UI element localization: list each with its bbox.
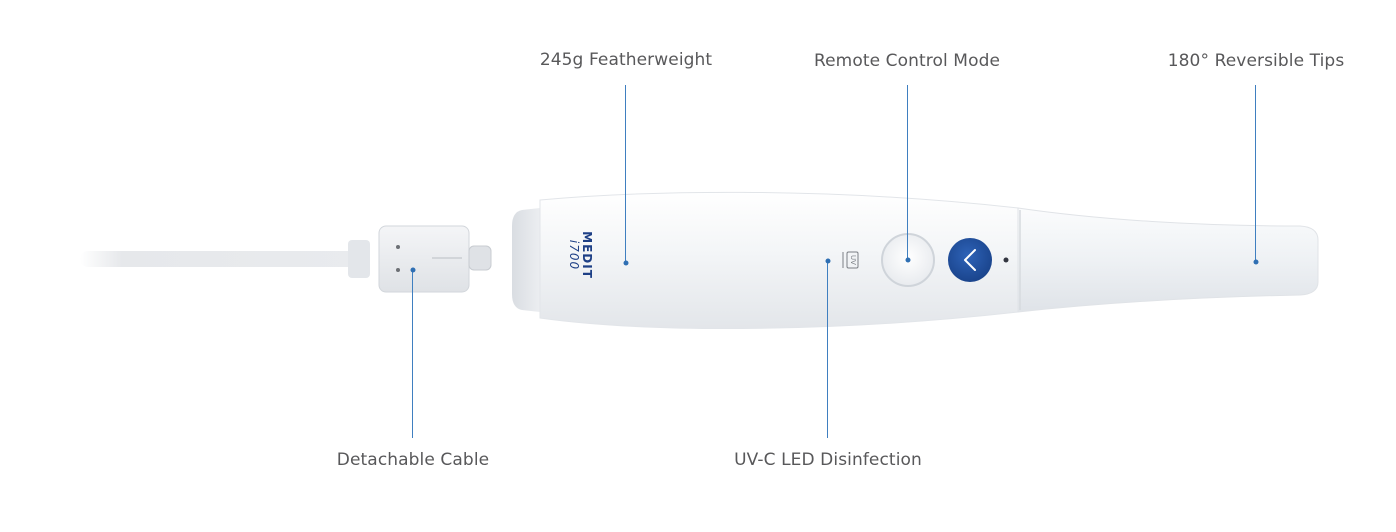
model-name: i700 <box>567 239 581 271</box>
chevron-left-icon <box>964 249 976 271</box>
label-tips: 180° Reversible Tips <box>1167 51 1345 71</box>
usb-c-plug <box>468 245 492 271</box>
cable-connector <box>348 240 370 278</box>
leader-weight <box>625 85 626 263</box>
label-cable: Detachable Cable <box>336 450 490 470</box>
cable <box>80 251 360 267</box>
leader-tips <box>1255 85 1256 262</box>
marker-cable <box>410 267 415 273</box>
leader-uvc <box>827 261 828 438</box>
label-uvc: UV-C LED Disinfection <box>734 450 922 470</box>
status-led <box>1003 257 1009 263</box>
scanner-body <box>539 191 1019 330</box>
scanner-tip <box>1017 207 1319 313</box>
marker-uvc <box>825 258 830 264</box>
label-remote: Remote Control Mode <box>813 51 1001 71</box>
uv-badge-text: UV <box>849 255 857 265</box>
uv-badge <box>846 251 859 269</box>
brand-name: MEDIT <box>580 231 594 279</box>
label-weight: 245g Featherweight <box>539 50 713 70</box>
marker-weight <box>623 260 628 266</box>
scanner-brand: MEDIT i700 <box>563 225 594 285</box>
marker-remote <box>905 257 910 263</box>
leader-remote <box>907 85 908 260</box>
leader-cable <box>412 270 413 438</box>
scan-button[interactable] <box>948 238 992 282</box>
scanner-rear-cap <box>512 208 540 312</box>
marker-tips <box>1253 259 1258 265</box>
